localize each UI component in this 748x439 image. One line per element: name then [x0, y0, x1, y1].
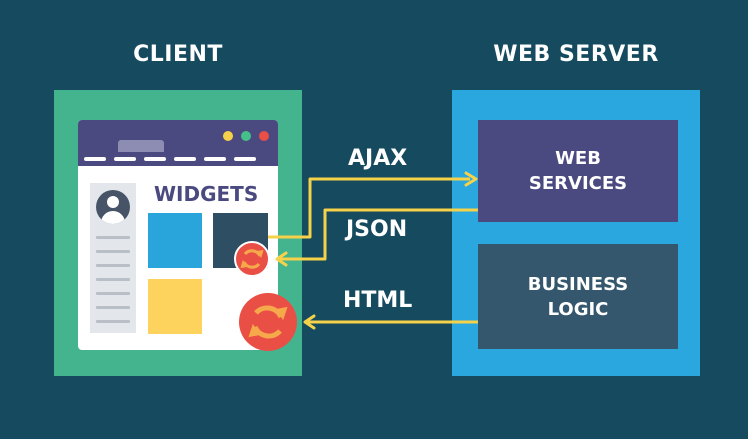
widgets-label: WIDGETS: [154, 182, 259, 206]
business-logic-label-line: BUSINESS: [527, 273, 629, 295]
address-bar-dash: [234, 157, 256, 161]
user-avatar-icon: [96, 190, 130, 224]
sidebar-line: [96, 292, 130, 295]
address-bar-dash: [204, 157, 226, 161]
sidebar-line: [96, 236, 130, 239]
widget-tile-yellow: [148, 279, 202, 334]
web-services-box: WEB SERVICES: [478, 120, 678, 222]
business-logic-label-line: LOGIC: [547, 298, 609, 320]
sidebar-line: [96, 306, 130, 309]
avatar-head: [107, 196, 119, 208]
browser-tab: [118, 140, 164, 152]
address-bar-dash: [114, 157, 136, 161]
ajax-arrow: [268, 177, 470, 239]
sidebar-line: [96, 278, 130, 281]
ajax-arrowhead-icon: [464, 171, 478, 187]
address-bar-dash: [84, 157, 106, 161]
close-dot-icon: [259, 131, 269, 141]
address-bar-dash: [144, 157, 166, 161]
address-bar-dash: [174, 157, 196, 161]
business-logic-box: BUSINESS LOGIC: [478, 244, 678, 349]
sidebar-line: [96, 320, 130, 323]
sidebar-line: [96, 250, 130, 253]
web-services-label-line: WEB: [555, 148, 601, 169]
json-arrowhead-icon: [275, 251, 288, 267]
html-arrowhead-icon: [303, 314, 316, 330]
html-label: HTML: [343, 288, 413, 313]
avatar-body: [101, 211, 125, 224]
maximize-dot-icon: [241, 131, 251, 141]
web-services-label-line: SERVICES: [528, 173, 628, 194]
json-label: JSON: [346, 217, 408, 242]
minimize-dot-icon: [223, 131, 233, 141]
web-server-heading: WEB SERVER: [493, 42, 659, 67]
widget-tile-blue: [148, 213, 202, 268]
refresh-icon: [234, 241, 270, 277]
ajax-label: AJAX: [348, 146, 408, 171]
json-arrow: [280, 208, 478, 261]
refresh-icon: [239, 293, 297, 351]
sidebar-line: [96, 264, 130, 267]
client-heading: CLIENT: [133, 42, 223, 67]
